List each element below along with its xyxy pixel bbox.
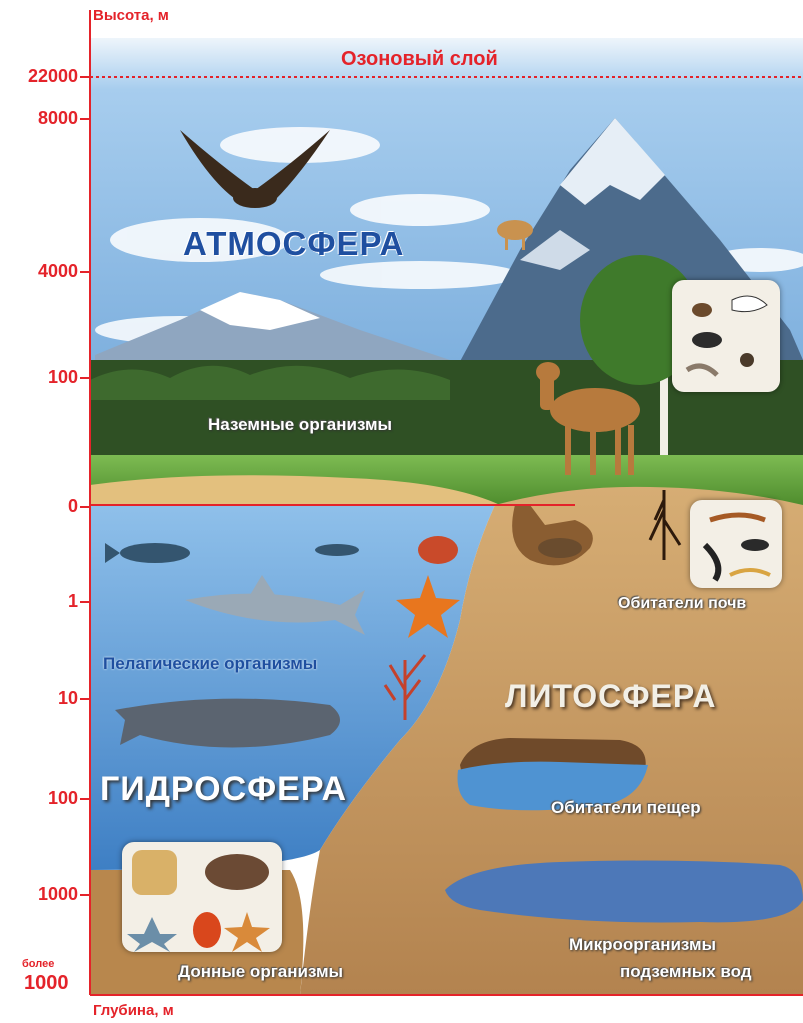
hydrosphere-title: ГИДРОСФЕРА	[100, 770, 348, 808]
axis-tick-label: 4000	[37, 261, 78, 281]
axis-tick-mark	[80, 271, 90, 273]
axis-tick-mark	[80, 76, 90, 78]
axis-tick-label: 22000	[27, 66, 78, 86]
benthic-photo	[122, 842, 282, 952]
groundwater-microorganisms-label-2: подземных вод	[620, 962, 752, 981]
benthic-organisms-icon	[127, 850, 270, 952]
soil-dwellers-label: Обитатели почв	[618, 595, 747, 612]
axis-tick-label: 0	[67, 496, 78, 516]
axis-tick-label: 100	[47, 788, 78, 808]
crab-icon	[418, 536, 458, 564]
shark-icon	[185, 575, 365, 635]
small-mountain	[95, 292, 450, 380]
roots	[648, 490, 682, 560]
tree-trunk	[660, 360, 668, 470]
starfish-icon	[396, 575, 460, 638]
axis-tick-mark	[80, 894, 90, 896]
water	[90, 505, 495, 870]
fish-icon	[105, 543, 359, 563]
axis-tick-label: 1	[67, 591, 78, 611]
groundwater-microorganisms-label-1: Микроорганизмы	[569, 935, 717, 954]
height-axis-label: Высота, м	[93, 7, 169, 24]
axis-tick-label: 100	[47, 367, 78, 387]
axis-tick-mark	[80, 601, 90, 603]
atmosphere-title: АТМОСФЕРА	[183, 225, 405, 262]
axis-tick-label: 10	[57, 688, 78, 708]
soil-animals-photo	[690, 500, 782, 588]
insects-photo	[672, 280, 780, 392]
ozone-label: Озоновый слой	[341, 48, 498, 70]
coral-icon	[383, 654, 427, 720]
axis-tick-label: 8000	[37, 108, 78, 128]
benthic-organisms-label: Донные организмы	[178, 962, 344, 981]
depth-axis-label: Глубина, м	[93, 1002, 174, 1019]
chamois-icon	[497, 220, 533, 250]
cave-dwellers-label: Обитатели пещер	[551, 798, 701, 817]
cave-water	[457, 761, 648, 811]
eagle-icon	[180, 130, 330, 208]
bottom-tick-big-label: 1000	[24, 972, 69, 994]
insects-icon	[685, 295, 768, 377]
terrestrial-organisms-label: Наземные организмы	[208, 415, 393, 434]
groundwater	[445, 860, 803, 923]
axis-tick-mark	[80, 377, 90, 379]
whale-icon	[115, 698, 340, 748]
axis-tick-mark	[80, 798, 90, 800]
tree-crown	[580, 255, 700, 385]
sand	[90, 475, 500, 505]
bottom-tick-small-label: более	[22, 958, 55, 970]
axis-tick-mark	[80, 506, 90, 508]
axis-tick-mark	[80, 698, 90, 700]
worms-icon	[702, 512, 771, 582]
axis-tick-mark	[80, 118, 90, 120]
lithosphere-title: ЛИТОСФЕРА	[505, 678, 717, 714]
axis-tick-label: 1000	[37, 884, 78, 904]
deer-icon	[536, 362, 640, 475]
pelagic-organisms-label: Пелагические организмы	[103, 654, 318, 673]
